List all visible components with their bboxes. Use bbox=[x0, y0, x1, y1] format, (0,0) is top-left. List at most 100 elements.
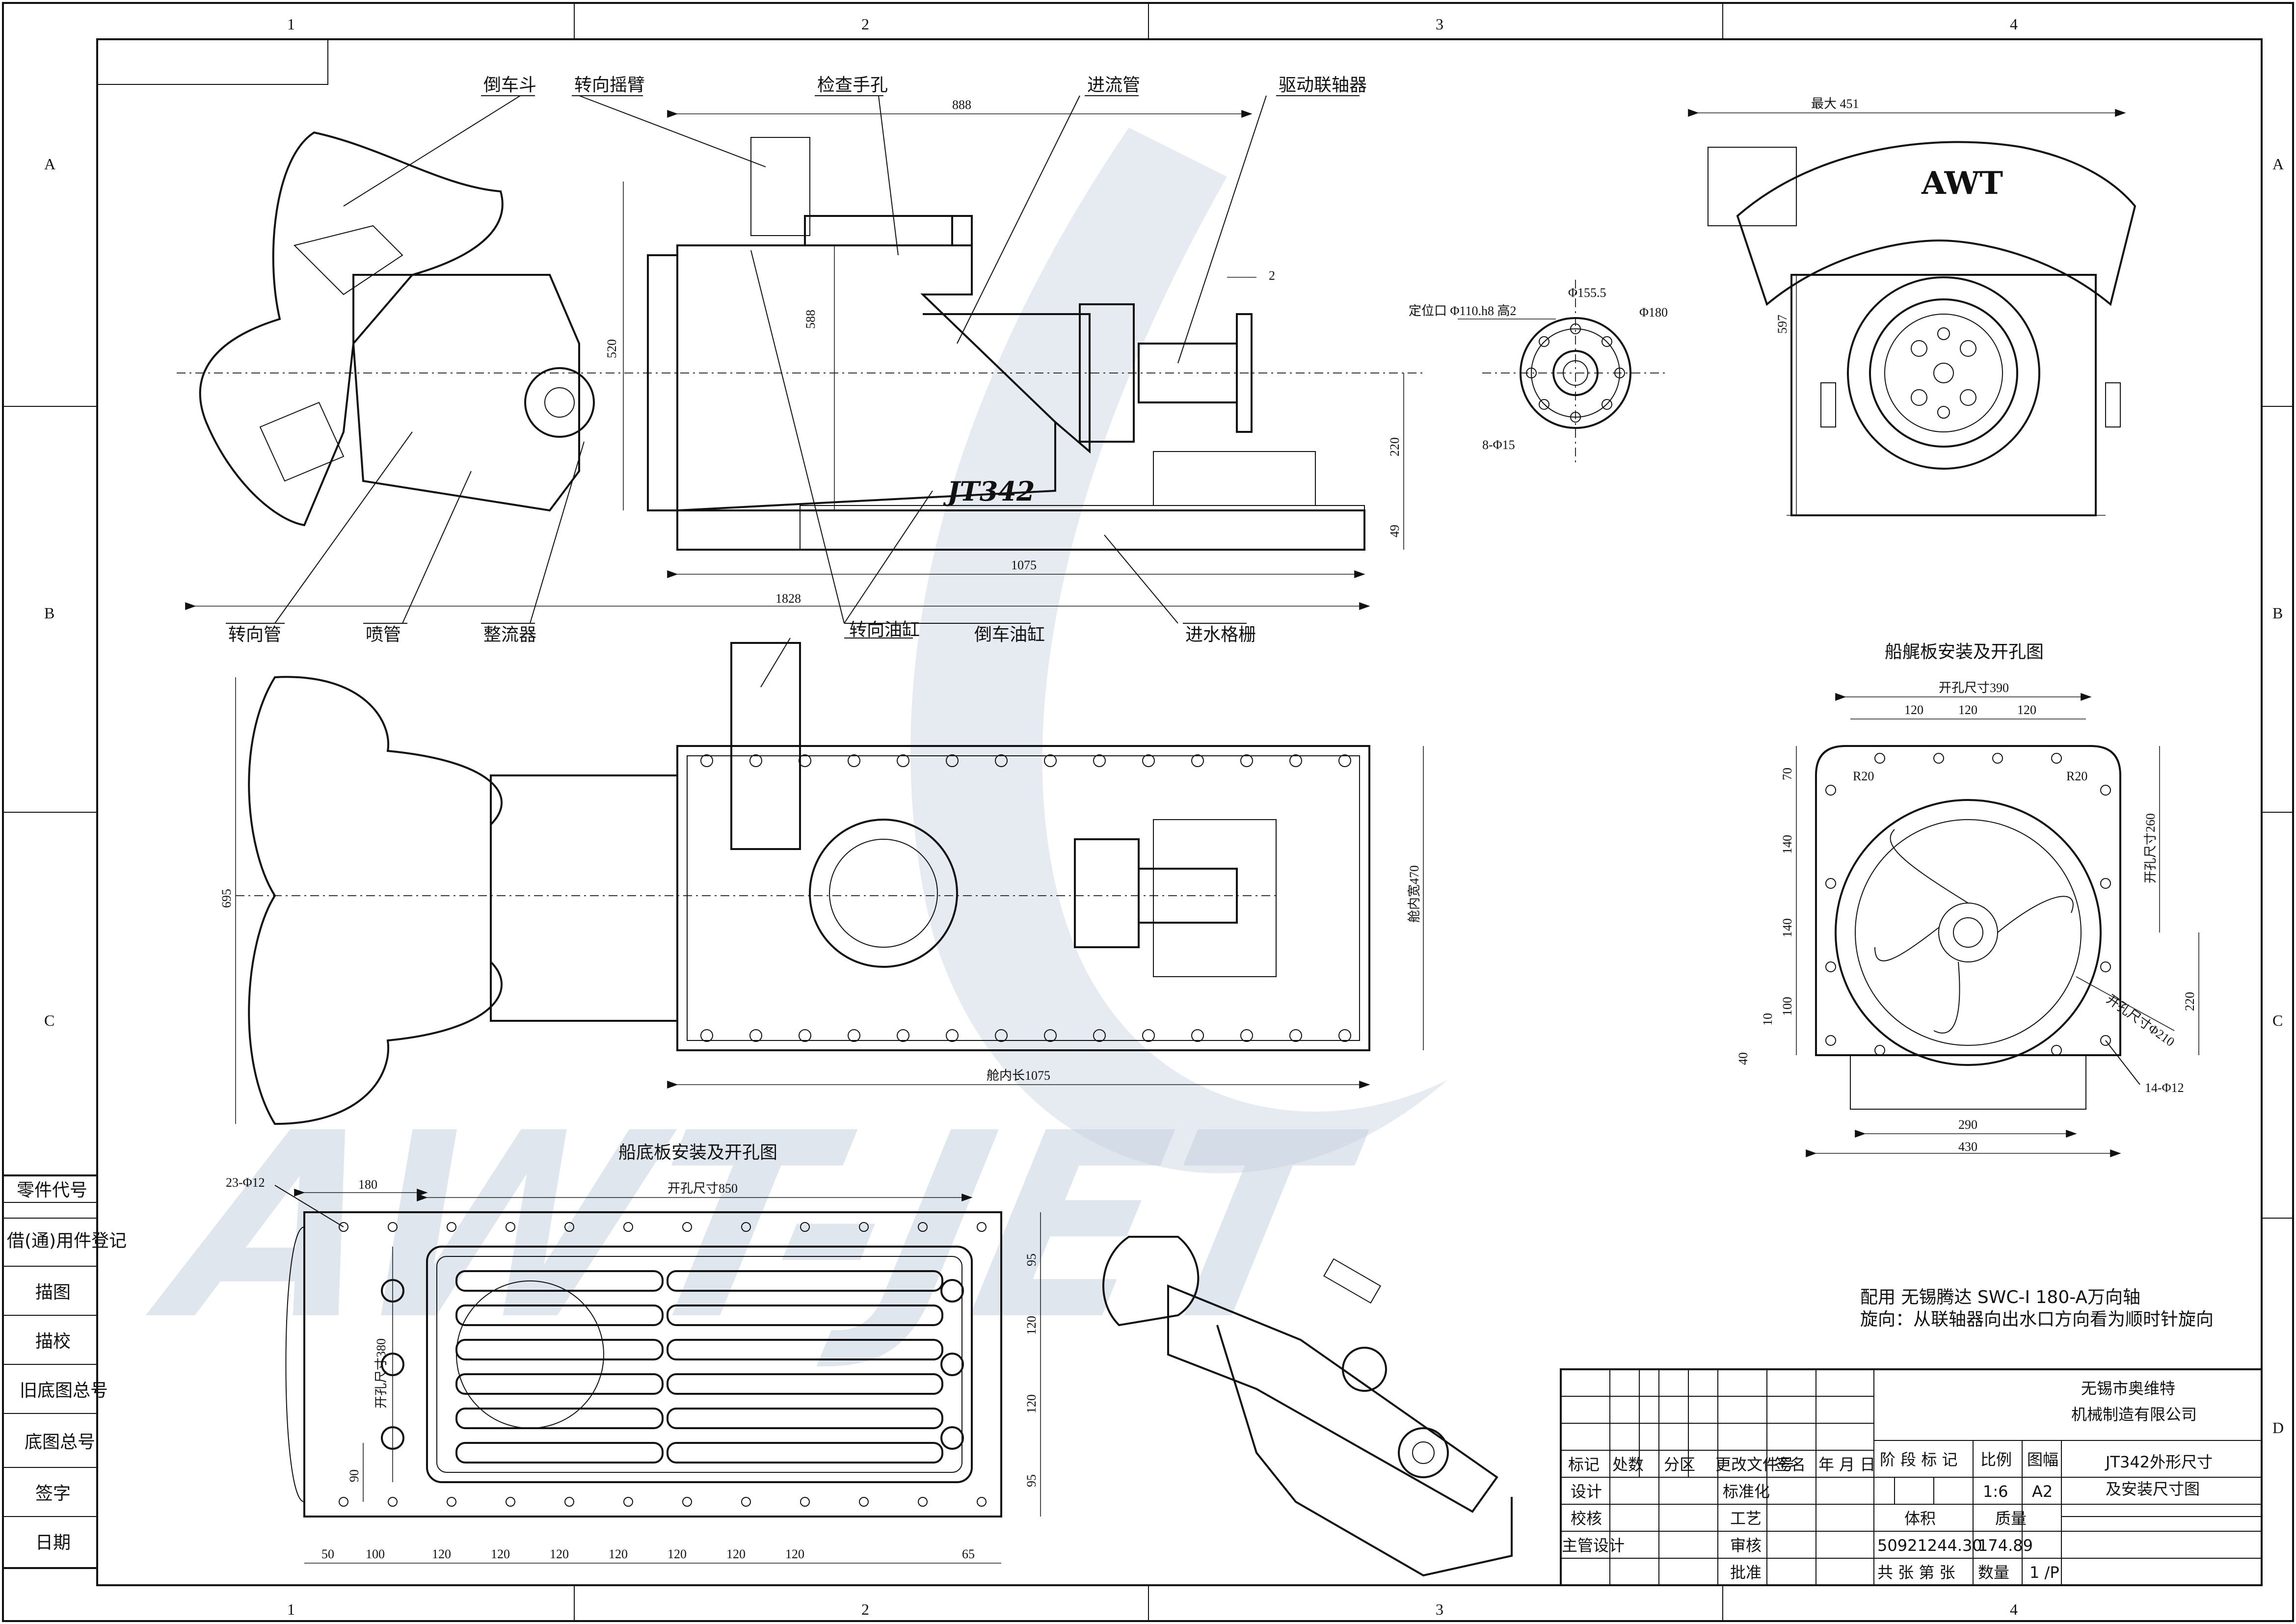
svg-text:B: B bbox=[2272, 604, 2283, 622]
company-name-2: 机械制造有限公司 bbox=[2071, 1405, 2197, 1424]
svg-text:C: C bbox=[44, 1012, 54, 1029]
svg-text:120: 120 bbox=[785, 1547, 804, 1561]
svg-text:数量: 数量 bbox=[1978, 1563, 2009, 1582]
label-steering-arm: 转向摇臂 bbox=[574, 75, 645, 95]
svg-text:120: 120 bbox=[609, 1547, 628, 1561]
label-stator: 整流器 bbox=[483, 625, 536, 645]
svg-text:8-Φ15: 8-Φ15 bbox=[1482, 438, 1515, 452]
note-line2: 旋向：从联轴器向出水口方向看为顺时针旋向 bbox=[1860, 1309, 2214, 1330]
svg-text:A: A bbox=[2272, 155, 2284, 173]
svg-text:定位口 Φ110.h8 高2: 定位口 Φ110.h8 高2 bbox=[1409, 304, 1517, 318]
svg-text:588: 588 bbox=[803, 310, 818, 329]
zone-ticks bbox=[3, 3, 2293, 1621]
svg-text:开孔尺寸260: 开孔尺寸260 bbox=[2143, 813, 2158, 883]
svg-text:图幅: 图幅 bbox=[2027, 1450, 2058, 1469]
watermark: AWT-JET bbox=[129, 128, 1448, 1376]
svg-text:140: 140 bbox=[1780, 835, 1794, 854]
corner-box bbox=[97, 39, 328, 85]
svg-text:50: 50 bbox=[321, 1547, 334, 1561]
svg-text:70: 70 bbox=[1780, 768, 1794, 780]
svg-text:95: 95 bbox=[1024, 1474, 1039, 1487]
isometric-view bbox=[1102, 1236, 1513, 1577]
svg-text:描校: 描校 bbox=[35, 1331, 71, 1352]
transom-title: 船艉板安装及开孔图 bbox=[1885, 642, 2044, 662]
svg-text:120: 120 bbox=[1904, 703, 1923, 717]
svg-text:23-Φ12: 23-Φ12 bbox=[226, 1175, 265, 1190]
svg-text:审核: 审核 bbox=[1730, 1536, 1762, 1555]
svg-text:日期: 日期 bbox=[35, 1533, 71, 1553]
side-view: JT342 888 588 520 220 49 2 1075 1828 bbox=[177, 98, 1423, 610]
label-steering-cylinder: 转向油缸 bbox=[849, 620, 920, 640]
svg-text:开孔尺寸380: 开孔尺寸380 bbox=[374, 1338, 388, 1409]
svg-text:旧底图总号: 旧底图总号 bbox=[20, 1381, 108, 1401]
svg-text:B: B bbox=[44, 604, 54, 622]
svg-text:零件代号: 零件代号 bbox=[17, 1180, 87, 1200]
svg-text:290: 290 bbox=[1958, 1118, 1977, 1132]
svg-text:处数: 处数 bbox=[1612, 1455, 1644, 1474]
plan-view: 695 舱内宽470 舱内长1075 bbox=[219, 642, 1424, 1125]
label-reverse-cylinder: 倒车油缸 bbox=[974, 625, 1045, 645]
svg-text:A: A bbox=[44, 155, 55, 173]
svg-text:1: 1 bbox=[287, 15, 295, 33]
front-view: AWT 最大 451 597 bbox=[1688, 97, 2136, 516]
svg-text:120: 120 bbox=[1024, 1316, 1039, 1335]
svg-text:Φ180: Φ180 bbox=[1639, 305, 1668, 319]
svg-text:180: 180 bbox=[358, 1177, 377, 1192]
svg-text:10: 10 bbox=[1761, 1013, 1775, 1026]
svg-text:2: 2 bbox=[1269, 268, 1275, 283]
svg-text:888: 888 bbox=[952, 98, 971, 112]
svg-text:120: 120 bbox=[432, 1547, 451, 1561]
svg-text:校核: 校核 bbox=[1571, 1509, 1602, 1528]
svg-text:49: 49 bbox=[1388, 525, 1402, 537]
svg-text:工艺: 工艺 bbox=[1730, 1509, 1762, 1528]
notes: 配用 无锡腾达 SWC-I 180-A万向轴 旋向：从联轴器向出水口方向看为顺时… bbox=[1860, 1287, 2214, 1330]
drawing-title-1: JT342外形尺寸 bbox=[2105, 1453, 2213, 1471]
svg-text:批准: 批准 bbox=[1730, 1563, 1762, 1582]
svg-text:开孔尺寸Φ210: 开孔尺寸Φ210 bbox=[2104, 992, 2177, 1049]
svg-text:标记: 标记 bbox=[1568, 1455, 1600, 1474]
svg-text:设计: 设计 bbox=[1571, 1482, 1602, 1501]
svg-text:R20: R20 bbox=[1853, 769, 1874, 783]
svg-text:舱内宽470: 舱内宽470 bbox=[1407, 865, 1421, 923]
svg-text:520: 520 bbox=[605, 339, 619, 358]
svg-text:开孔尺寸850: 开孔尺寸850 bbox=[667, 1181, 738, 1196]
svg-text:底图总号: 底图总号 bbox=[25, 1432, 95, 1452]
svg-text:100: 100 bbox=[1780, 997, 1794, 1016]
label-inspection-hole: 检查手孔 bbox=[817, 75, 888, 95]
label-intake-duct: 进流管 bbox=[1087, 75, 1140, 95]
svg-text:40: 40 bbox=[1736, 1052, 1750, 1065]
svg-text:体积: 体积 bbox=[1904, 1509, 1936, 1528]
bottom-view: 船底板安装及开孔图 23-Φ12 180 开孔尺寸850 开孔尺寸380 90 bbox=[226, 1143, 1041, 1564]
svg-text:120: 120 bbox=[1958, 703, 1977, 717]
model-mark: JT342 bbox=[943, 476, 1035, 507]
svg-text:4: 4 bbox=[2010, 15, 2018, 33]
svg-text:更改文件号: 更改文件号 bbox=[1715, 1455, 1794, 1474]
svg-text:120: 120 bbox=[2017, 703, 2036, 717]
svg-text:借(通)用件登记: 借(通)用件登记 bbox=[7, 1231, 127, 1251]
svg-text:3: 3 bbox=[1436, 15, 1443, 33]
watermark-text: AWT-JET bbox=[129, 1079, 1381, 1376]
company-name-1: 无锡市奥维特 bbox=[2081, 1379, 2175, 1398]
svg-text:1 /P: 1 /P bbox=[2029, 1563, 2059, 1582]
svg-text:174.89: 174.89 bbox=[1978, 1536, 2033, 1555]
svg-text:120: 120 bbox=[550, 1547, 569, 1561]
svg-text:4: 4 bbox=[2010, 1600, 2018, 1618]
svg-text:质量: 质量 bbox=[1995, 1509, 2027, 1528]
drawing-title-2: 及安装尺寸图 bbox=[2106, 1480, 2200, 1498]
svg-text:D: D bbox=[2272, 1419, 2284, 1437]
svg-text:695: 695 bbox=[219, 889, 234, 908]
svg-text:597: 597 bbox=[1775, 315, 1789, 334]
svg-text:1828: 1828 bbox=[775, 591, 801, 606]
bottom-title: 船底板安装及开孔图 bbox=[618, 1143, 777, 1163]
svg-text:共 张 第 张: 共 张 第 张 bbox=[1877, 1563, 1955, 1582]
svg-text:R20: R20 bbox=[2066, 769, 2087, 783]
svg-text:95: 95 bbox=[1024, 1253, 1039, 1266]
svg-text:阶 段 标 记: 阶 段 标 记 bbox=[1880, 1450, 1958, 1469]
flange-view: 定位口 Φ110.h8 高2 Φ155.5 Φ180 8-Φ15 bbox=[1409, 280, 1669, 466]
note-line1: 配用 无锡腾达 SWC-I 180-A万向轴 bbox=[1860, 1287, 2140, 1307]
svg-text:50921244.30: 50921244.30 bbox=[1877, 1536, 1982, 1555]
svg-text:签名: 签名 bbox=[1774, 1455, 1806, 1474]
left-strip: 零件代号 借(通)用件登记 描图 描校 旧底图总号 底图总号 签字 日期 bbox=[2, 1174, 127, 1569]
svg-text:描图: 描图 bbox=[35, 1282, 71, 1303]
svg-text:1: 1 bbox=[287, 1600, 295, 1618]
